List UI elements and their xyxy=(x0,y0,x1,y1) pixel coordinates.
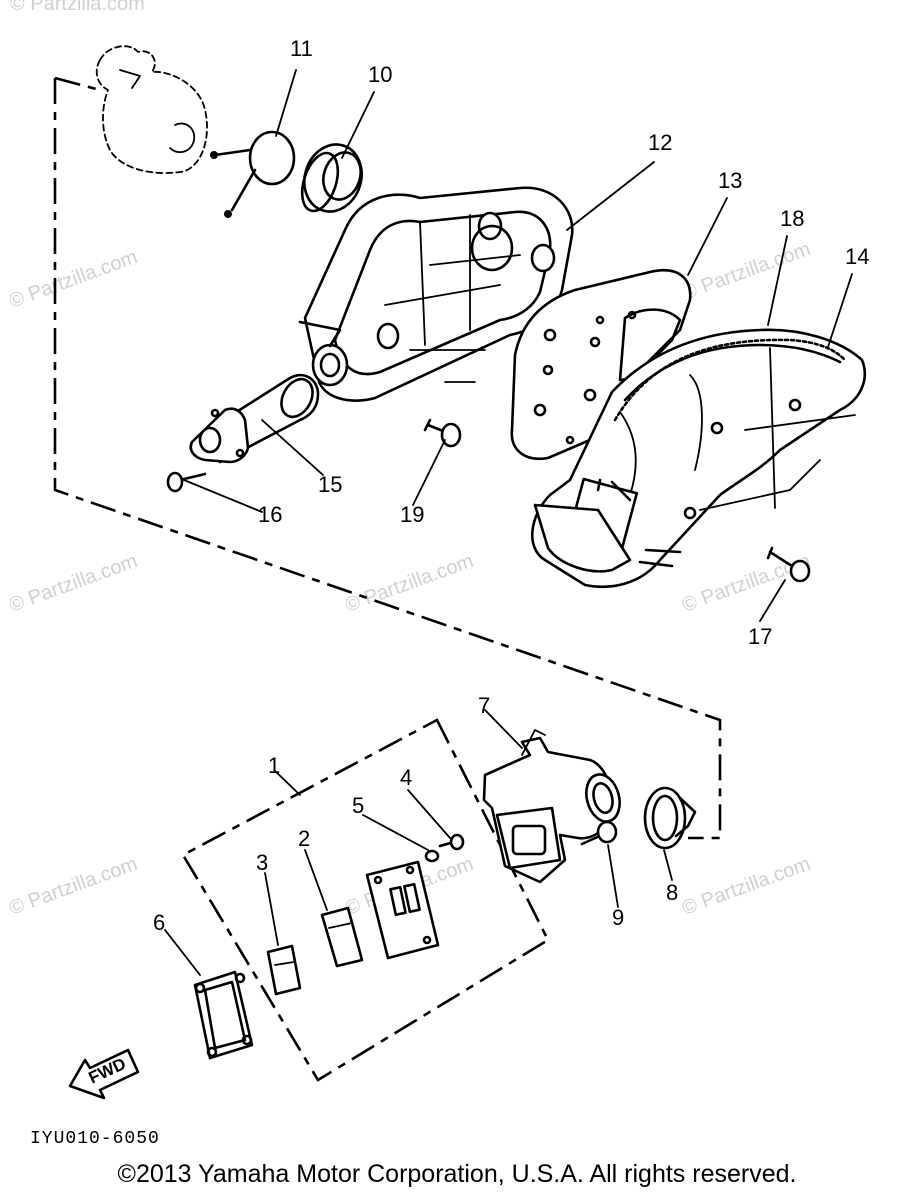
watermark: © Partzilla.com xyxy=(6,550,140,617)
forward-arrow-icon: FWD xyxy=(68,1048,140,1100)
intake-pipe xyxy=(189,373,320,464)
hose-clamp xyxy=(643,786,697,850)
callout-8: 8 xyxy=(666,880,678,905)
parts-diagram: © Partzilla.com © Partzilla.com © Partzi… xyxy=(6,0,869,1149)
diagram-code: IYU010-6050 xyxy=(30,1129,160,1149)
callout-18: 18 xyxy=(780,206,804,231)
valve-stopper-3 xyxy=(266,944,302,996)
callout-9: 9 xyxy=(612,905,624,930)
callout-2: 2 xyxy=(298,826,310,851)
engine-outline xyxy=(95,45,208,174)
copyright-notice: ©2013 Yamaha Motor Corporation, U.S.A. A… xyxy=(117,1160,797,1188)
bolt-9 xyxy=(580,820,618,846)
watermark: © Partzilla.com xyxy=(679,238,813,305)
callout-17: 17 xyxy=(748,624,772,649)
callout-11: 11 xyxy=(290,36,313,61)
watermark: © Partzilla.com xyxy=(679,853,813,920)
screw-17 xyxy=(766,546,811,583)
air-filter-case xyxy=(298,186,574,402)
gasket-6 xyxy=(193,970,254,1060)
watermark: © Partzilla.com xyxy=(679,550,813,617)
callout-4: 4 xyxy=(400,765,412,790)
watermark: © Partzilla.com xyxy=(342,550,476,617)
reed-valve-plate xyxy=(365,860,440,960)
callout-12: 12 xyxy=(648,130,672,155)
callout-16: 16 xyxy=(258,502,282,527)
callout-7: 7 xyxy=(478,693,490,718)
watermark: © Partzilla.com xyxy=(6,246,140,313)
callout-19: 19 xyxy=(400,502,424,527)
reed-screw xyxy=(424,833,465,863)
air-filter-cover xyxy=(531,328,867,589)
callout-1: 1 xyxy=(268,753,280,778)
callout-10: 10 xyxy=(368,62,392,87)
watermark: © Partzilla.com xyxy=(10,0,145,15)
reed-valve-2 xyxy=(320,906,364,968)
callout-14: 14 xyxy=(845,244,869,269)
callout-13: 13 xyxy=(718,168,742,193)
callout-5: 5 xyxy=(352,793,364,818)
callout-3: 3 xyxy=(256,850,268,875)
callout-numbers: 11 10 12 13 18 14 15 16 19 17 7 1 4 5 2 … xyxy=(153,36,869,935)
screw-19 xyxy=(423,418,462,448)
callout-6: 6 xyxy=(153,910,165,935)
callout-15: 15 xyxy=(318,472,342,497)
joint-part xyxy=(300,143,363,213)
clip-part xyxy=(210,130,296,218)
intake-manifold xyxy=(482,729,621,884)
watermark: © Partzilla.com xyxy=(6,853,140,920)
leader-lines xyxy=(164,69,853,976)
screw-16 xyxy=(166,471,207,493)
